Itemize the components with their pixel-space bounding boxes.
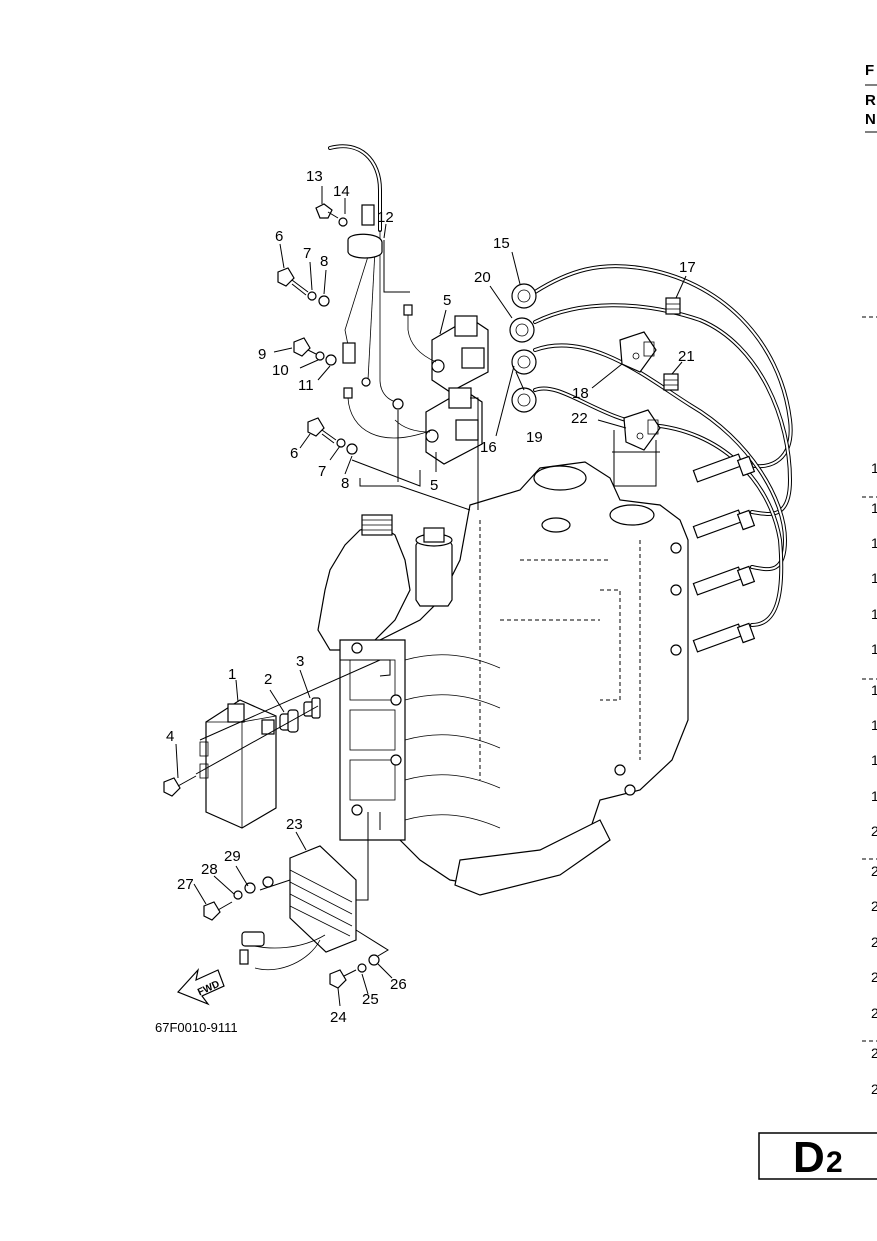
callout: 1 bbox=[228, 666, 236, 683]
callout: 28 bbox=[201, 861, 218, 878]
callout: 8 bbox=[341, 475, 349, 492]
row-digit: 2 bbox=[871, 823, 877, 839]
row-digit: 1 bbox=[871, 570, 877, 586]
table-header-letter: R bbox=[865, 92, 876, 109]
plug-cap bbox=[692, 453, 756, 483]
bolt bbox=[293, 337, 317, 357]
bolt bbox=[203, 901, 233, 921]
washer bbox=[338, 217, 348, 227]
clip bbox=[665, 297, 681, 315]
row-digit: 2 bbox=[871, 863, 877, 879]
callout: 17 bbox=[679, 259, 696, 276]
row-digit: 1 bbox=[871, 500, 877, 516]
washer bbox=[315, 351, 325, 361]
washer bbox=[318, 295, 330, 307]
callout: 10 bbox=[272, 362, 289, 379]
drawing-code: 67F0010-9111 bbox=[155, 1020, 238, 1035]
page-id-number: 2 bbox=[826, 1146, 843, 1179]
callout: 22 bbox=[571, 410, 588, 427]
callout: 2 bbox=[264, 671, 272, 688]
row-digit: 2 bbox=[871, 934, 877, 950]
callout: 18 bbox=[572, 385, 589, 402]
callouts: 1 2 3 4 5 5 6 6 7 7 8 8 9 10 11 12 13 14… bbox=[166, 168, 696, 1026]
callout: 29 bbox=[224, 848, 241, 865]
washer bbox=[346, 443, 358, 455]
bolt bbox=[307, 417, 337, 444]
washer bbox=[325, 354, 337, 366]
callout: 6 bbox=[275, 228, 283, 245]
ignition-coil-lower bbox=[425, 387, 483, 465]
callout: 5 bbox=[443, 292, 451, 309]
callout: 8 bbox=[320, 253, 328, 270]
ignition-coil-upper bbox=[431, 315, 489, 393]
row-digit: 2 bbox=[871, 969, 877, 985]
callout: 3 bbox=[296, 653, 304, 670]
row-digit: 1 bbox=[871, 460, 877, 476]
table-header-letter: F bbox=[865, 62, 874, 79]
callout: 19 bbox=[526, 429, 543, 446]
callout: 5 bbox=[430, 477, 438, 494]
washer bbox=[336, 438, 346, 448]
callout: 27 bbox=[177, 876, 194, 893]
high-tension-leads bbox=[509, 264, 793, 653]
plug-cap bbox=[692, 565, 756, 596]
fwd-arrow-icon: FWD bbox=[176, 967, 225, 1006]
callout: 7 bbox=[318, 463, 326, 480]
callout: 21 bbox=[678, 348, 695, 365]
bolt bbox=[277, 267, 309, 296]
bolt bbox=[329, 969, 357, 989]
row-digit: 1 bbox=[871, 717, 877, 733]
row-digit: 1 bbox=[871, 606, 877, 622]
callout: 9 bbox=[258, 346, 266, 363]
row-digit: 1 bbox=[871, 682, 877, 698]
row-digit: 2 bbox=[871, 1005, 877, 1021]
table-header-letter: N bbox=[865, 111, 876, 128]
callout: 11 bbox=[298, 377, 314, 394]
right-edge-table: F R N 1 1 1 1 1 1 1 1 1 1 2 2 2 2 2 2 2 … bbox=[862, 62, 877, 1097]
page-id-box: D 2 bbox=[758, 1132, 877, 1182]
callout: 12 bbox=[377, 209, 394, 226]
engine-block bbox=[317, 461, 689, 896]
callout: 20 bbox=[474, 269, 491, 286]
grommet bbox=[279, 709, 299, 733]
fasteners bbox=[163, 203, 380, 989]
row-digit: 1 bbox=[871, 535, 877, 551]
callout: 25 bbox=[362, 991, 379, 1008]
washer bbox=[307, 291, 317, 301]
washer bbox=[368, 954, 380, 966]
bolt bbox=[315, 203, 339, 219]
bolt bbox=[163, 775, 197, 797]
row-digit: 1 bbox=[871, 788, 877, 804]
fitting bbox=[303, 697, 321, 719]
row-digit: 2 bbox=[871, 1081, 877, 1097]
row-digit: 1 bbox=[871, 641, 877, 657]
page-id-letter: D bbox=[793, 1133, 825, 1182]
callout: 15 bbox=[493, 235, 510, 252]
row-digit: 2 bbox=[871, 1045, 877, 1061]
row-digit: 2 bbox=[871, 898, 877, 914]
clip bbox=[663, 373, 679, 391]
callout: 13 bbox=[306, 168, 323, 185]
leader-lines bbox=[175, 186, 687, 1007]
plug-cap bbox=[692, 622, 756, 653]
callout: 7 bbox=[303, 245, 311, 262]
cdi-unit bbox=[199, 699, 277, 829]
plug-cap bbox=[692, 509, 756, 539]
holder bbox=[623, 409, 661, 451]
rectifier-regulator bbox=[239, 845, 357, 971]
callout: 6 bbox=[290, 445, 298, 462]
washer bbox=[233, 890, 243, 900]
callout: 16 bbox=[480, 439, 497, 456]
washer bbox=[357, 963, 367, 973]
callout: 23 bbox=[286, 816, 303, 833]
callout: 4 bbox=[166, 728, 174, 745]
callout: 14 bbox=[333, 183, 350, 200]
callout: 26 bbox=[390, 976, 407, 993]
holder bbox=[619, 331, 657, 373]
row-digit: 1 bbox=[871, 752, 877, 768]
washer bbox=[244, 882, 256, 894]
callout: 24 bbox=[330, 1009, 347, 1026]
wire-harness bbox=[328, 144, 437, 439]
